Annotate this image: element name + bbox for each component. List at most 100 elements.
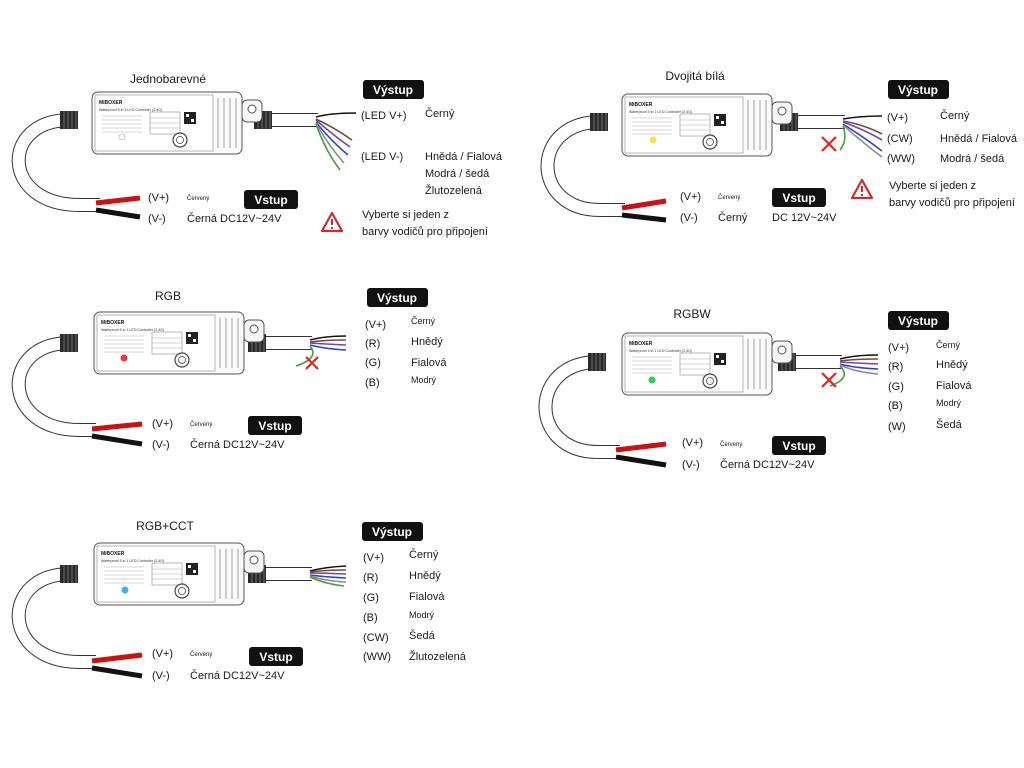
black-output-wire: [315, 112, 357, 118]
cross-icon: [305, 356, 319, 370]
controller-model: Waterproof 5 in 1 LED Controller (2.4G): [101, 559, 164, 563]
output-symbol: (WW): [363, 651, 391, 663]
controller-brand: MiBOXER: [101, 551, 125, 557]
output-symbol: (R): [363, 572, 378, 584]
output-color: Černý: [411, 316, 436, 326]
output-badge: [362, 522, 423, 541]
input-badge-label: Vstup: [782, 191, 815, 205]
input-voltage: DC 12V~24V: [772, 212, 837, 224]
input-badge-label: Vstup: [782, 439, 815, 453]
cross-icon: [821, 372, 837, 388]
output-symbol: (B): [365, 377, 380, 389]
panel-title: RGBW: [673, 307, 711, 321]
input-color: Černá DC12V~24V: [187, 212, 282, 225]
output-symbol: (V+): [887, 112, 908, 124]
input-symbol: (V+): [148, 192, 169, 204]
input-badge: [772, 436, 826, 455]
panel-single: Jednobarevné MiBOXER Waterproof 5 in 1 L…: [11, 72, 503, 238]
output-symbol: (LED V-): [361, 151, 403, 163]
status-led: [121, 586, 129, 594]
input-badge-label: Vstup: [254, 193, 287, 207]
output-symbol: (G): [888, 381, 904, 393]
input-symbol: (V+): [152, 648, 173, 660]
controller-brand: MiBOXER: [99, 100, 123, 106]
red-wire: [91, 421, 143, 432]
input-badge: [772, 188, 826, 207]
output-color: Modrý: [409, 610, 435, 620]
output-color: Fialová: [936, 380, 972, 392]
status-led: [120, 354, 128, 362]
output-symbol: (R): [365, 338, 380, 350]
output-symbol: (R): [888, 361, 903, 373]
output-symbol: (CW): [887, 133, 913, 145]
input-color: Černý: [718, 211, 748, 224]
output-badge: [367, 288, 428, 307]
output-color: Modrá / šedá: [940, 153, 1005, 165]
input-symbol: (V-): [152, 439, 170, 451]
controller-brand: MiBOXER: [101, 320, 125, 326]
status-led: [118, 133, 126, 141]
output-color: Modrý: [411, 375, 437, 385]
input-symbol: (V+): [680, 191, 701, 203]
input-symbol: (V-): [682, 459, 700, 471]
panel-rgbw: RGBW MiBOXER Waterproof 4 in 1 LED Contr…: [538, 307, 972, 471]
output-color: Fialová: [409, 591, 445, 603]
controller-model: Waterproof 5 in 1 LED Controller (2.4G): [101, 328, 164, 332]
output-color: Hnědý: [936, 359, 968, 371]
output-color: Modrá / šedá: [425, 168, 490, 180]
output-color: Černý: [409, 548, 439, 561]
black-wire: [621, 212, 667, 223]
output-color: Šedá: [409, 629, 436, 642]
output-color: Černý: [940, 109, 970, 122]
black-wire: [95, 207, 141, 220]
input-badge: [244, 190, 298, 209]
panel-title: Jednobarevné: [130, 72, 206, 86]
cross-icon: [821, 136, 837, 152]
output-color: Modrý: [936, 398, 962, 408]
status-led: [649, 136, 657, 144]
input-badge-label: Vstup: [259, 650, 292, 664]
panel-dual: Dvojitá bílá MiBOXER Waterproof 5 in 1 L…: [540, 69, 1018, 224]
output-badge-label: Výstup: [373, 83, 413, 97]
output-color: Fialová: [411, 357, 447, 369]
input-color: Černá DC12V~24V: [190, 438, 285, 451]
output-symbol: (CW): [363, 632, 389, 644]
output-symbol: (B): [888, 400, 903, 412]
output-badge: [888, 311, 949, 330]
output-badge-label: Výstup: [377, 291, 417, 305]
output-symbol: (LED V+): [361, 110, 407, 122]
red-wire: [621, 198, 667, 211]
black-wire: [91, 433, 143, 447]
output-symbol: (V+): [363, 552, 384, 564]
red-wire: [615, 441, 667, 453]
black-wire: [91, 665, 143, 679]
input-color: Červený: [187, 195, 209, 202]
input-badge: [248, 416, 302, 435]
panel-title: Dvojitá bílá: [665, 69, 725, 83]
input-color: Červený: [190, 651, 212, 658]
panel-title: RGB: [155, 289, 181, 303]
warning-icon: [850, 178, 874, 200]
panel-rgbcct: RGB+CCT MiBOXER Waterproof 5 in 1 LED Co…: [11, 519, 467, 682]
output-badge-label: Výstup: [372, 525, 412, 539]
controller-model: Waterproof 4 in 1 LED Controller (2.4G): [629, 349, 692, 353]
output-badge: [363, 80, 424, 99]
input-color: Černá DC12V~24V: [720, 458, 815, 471]
red-wire: [95, 195, 141, 206]
red-wire: [91, 652, 143, 664]
output-symbol: (G): [363, 592, 379, 604]
output-symbol: (W): [888, 421, 906, 433]
warning-text: Vyberte si jeden z: [362, 209, 449, 221]
output-color: Hnědý: [411, 336, 443, 348]
input-badge-label: Vstup: [258, 419, 291, 433]
output-badge: [888, 80, 949, 99]
panel-title: RGB+CCT: [136, 519, 194, 533]
warning-text: barvy vodičů pro připojení: [889, 197, 1015, 209]
output-color: Šedá: [936, 418, 963, 431]
output-symbol: (B): [363, 612, 378, 624]
output-badge-label: Výstup: [898, 83, 938, 97]
output-color: Hnědá / Fialová: [425, 151, 503, 163]
input-symbol: (V-): [152, 670, 170, 682]
input-symbol: (V-): [148, 213, 166, 225]
